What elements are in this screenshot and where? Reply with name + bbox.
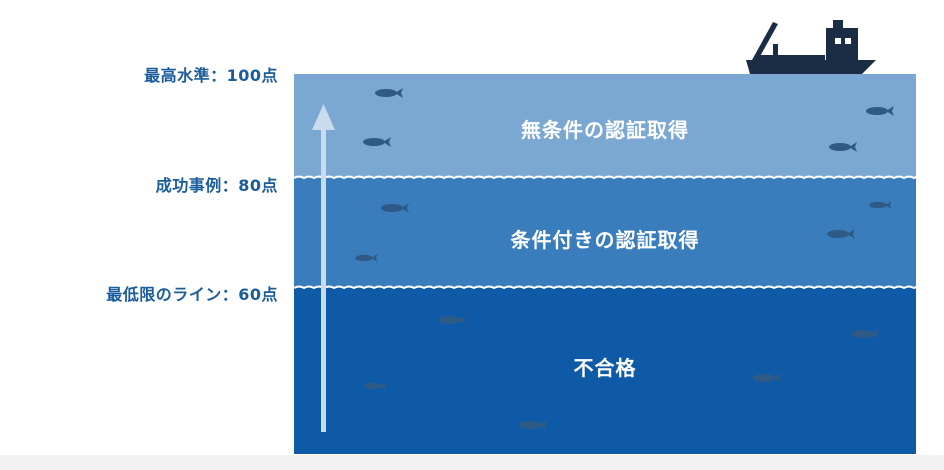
band-title-top: 無条件の認証取得 [294,114,916,143]
threshold-label-middle: 成功事例：80点 [156,172,278,196]
band-title-bottom: 不合格 [294,352,916,381]
band-title-middle: 条件付きの認証取得 [294,224,916,253]
threshold-label-top: 最高水準：100点 [144,62,278,86]
fishing-boat-icon [746,20,876,74]
threshold-label-bottom: 最低限のライン：60点 [106,281,278,305]
